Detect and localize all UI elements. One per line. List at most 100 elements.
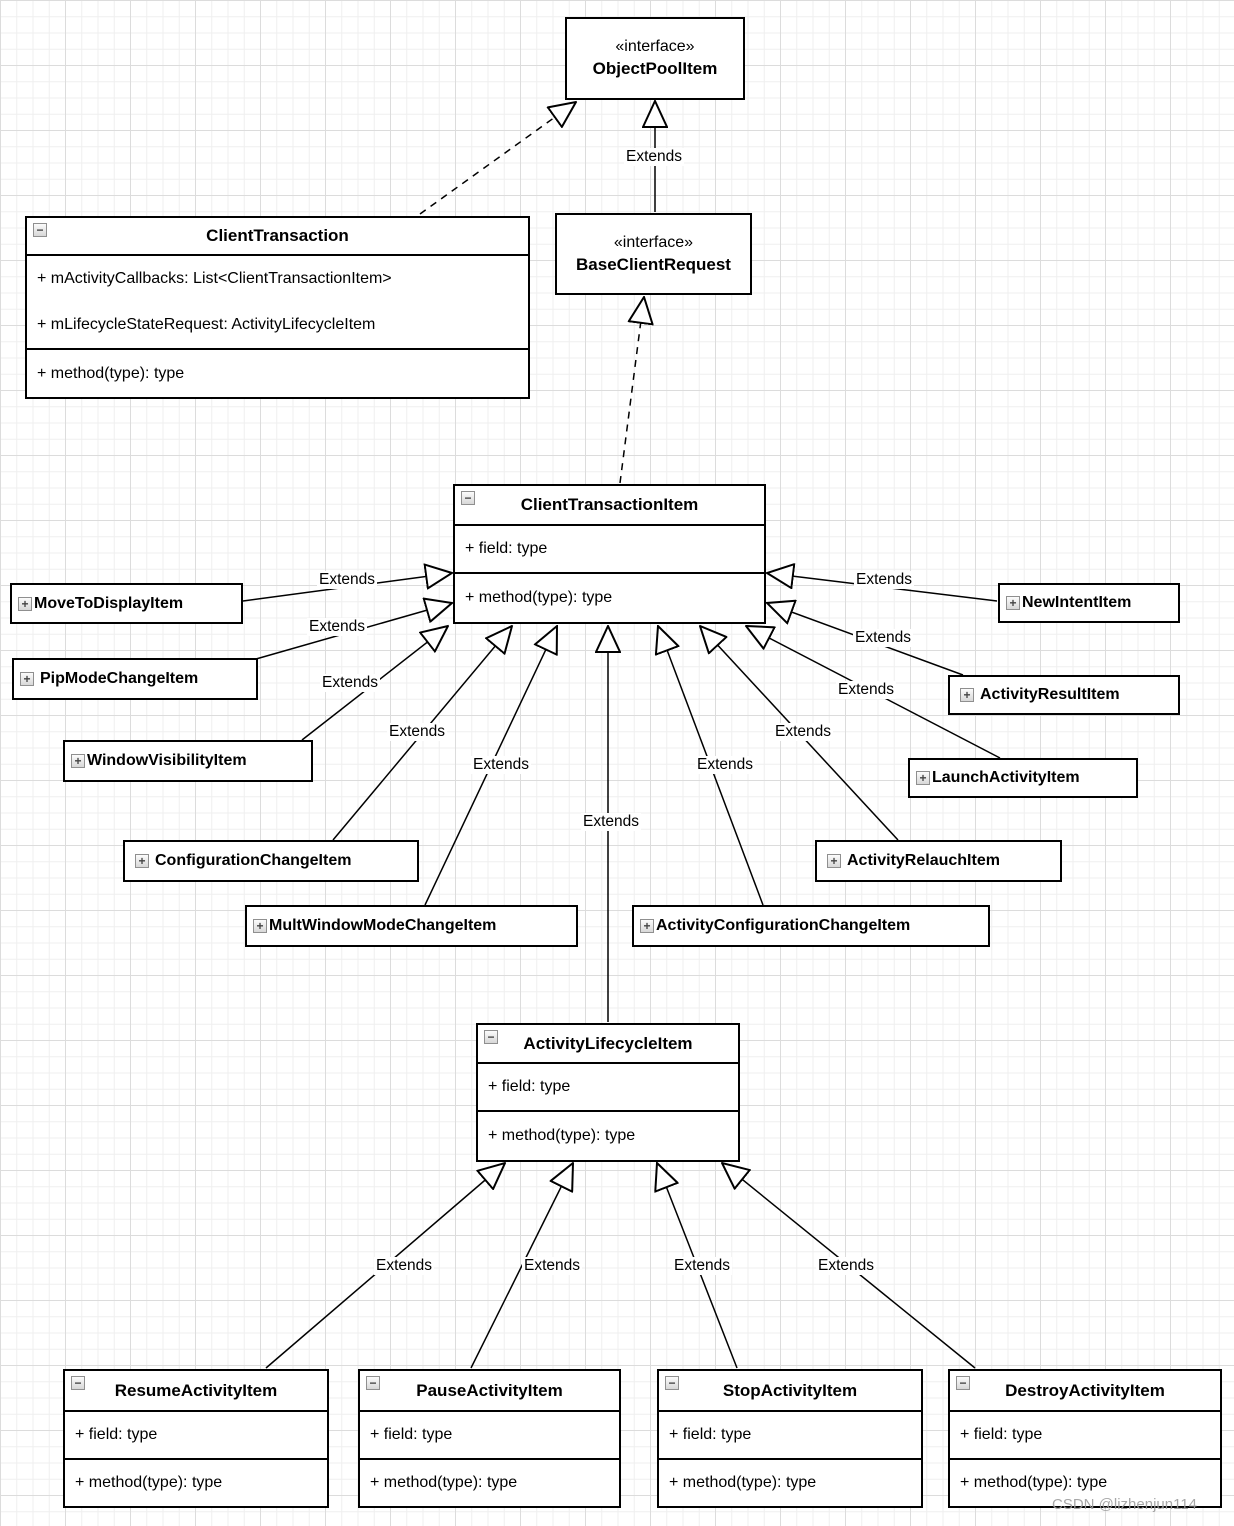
expand-icon[interactable]: + [960,688,974,702]
class-stopactivityitem[interactable]: − StopActivityItem + field: type + metho… [657,1369,923,1508]
field: + mActivityCallbacks: List<ClientTransac… [37,270,392,287]
class-title: ResumeActivityItem [114,1380,278,1400]
extends-label: Extends [853,571,915,589]
field: + field: type [488,1078,571,1095]
class-title: LaunchActivityItem [932,769,1080,786]
collapse-icon[interactable]: − [665,1376,679,1390]
interface-baseclientrequest[interactable]: «interface» BaseClientRequest [555,213,752,295]
edge-clienttransaction-realizes [419,102,576,215]
class-launchactivityitem[interactable]: + LaunchActivityItem [908,758,1138,798]
extends-label: Extends [373,1257,435,1275]
class-title: MoveToDisplayItem [34,594,184,612]
class-header: − StopActivityItem [659,1371,921,1412]
fields-compartment: + field: type [455,526,764,572]
class-title: ActivityLifecycleItem [523,1033,693,1053]
class-resumeactivityitem[interactable]: − ResumeActivityItem + field: type + met… [63,1369,329,1508]
collapse-icon[interactable]: − [366,1376,380,1390]
class-title: ConfigurationChangeItem [155,852,352,869]
methods-compartment: + method(type): type [659,1458,921,1506]
field: + field: type [465,540,548,557]
method: + method(type): type [465,589,613,606]
expand-icon[interactable]: + [18,596,32,611]
class-title: ClientTransactionItem [520,495,699,514]
class-movetodisplayitem[interactable]: + MoveToDisplayItem [10,583,243,624]
fields-compartment: + field: type [950,1412,1220,1458]
class-newintentitem[interactable]: + NewIntentItem [998,583,1180,623]
class-activitylifecycleitem[interactable]: − ActivityLifecycleItem + field: type + … [476,1023,740,1162]
method: + method(type): type [669,1474,817,1491]
expand-icon[interactable]: + [640,919,654,933]
expand-icon[interactable]: + [827,854,841,868]
class-title: PauseActivityItem [416,1380,563,1400]
class-windowvisibilityitem[interactable]: + WindowVisibilityItem [63,740,313,782]
class-title: ActivityConfigurationChangeItem [656,917,911,934]
expand-icon[interactable]: + [916,771,930,785]
field: + field: type [669,1426,752,1443]
extends-label: Extends [815,1257,877,1275]
extends-label: Extends [306,618,368,636]
expand-icon[interactable]: + [1006,596,1020,610]
class-pipmodechangeitem[interactable]: + PipModeChangeItem [12,658,258,700]
field: + field: type [370,1426,453,1443]
fields-compartment: + field: type [478,1064,738,1110]
collapse-icon[interactable]: − [956,1376,970,1390]
extends-label: Extends [470,756,532,774]
extends-label: Extends [694,756,756,774]
extends-label: Extends [623,148,685,166]
class-pauseactivityitem[interactable]: − PauseActivityItem + field: type + meth… [358,1369,621,1508]
class-title: NewIntentItem [1022,594,1132,611]
extends-label: Extends [521,1257,583,1275]
collapse-icon[interactable]: − [484,1030,498,1044]
fields-compartment: + field: type [360,1412,619,1458]
extends-label: Extends [835,681,897,699]
class-clienttransactionitem[interactable]: − ClientTransactionItem + field: type + … [453,484,766,624]
collapse-icon[interactable]: − [33,223,47,237]
class-multwindowmodechangeitem[interactable]: + MultWindowModeChangeItem [245,905,578,947]
field: + field: type [960,1426,1043,1443]
extends-label: Extends [386,723,448,741]
method: + method(type): type [37,364,185,382]
expand-icon[interactable]: + [135,854,149,868]
expand-icon[interactable]: + [253,919,267,933]
expand-icon[interactable]: + [20,672,34,686]
class-activityrelauchitem[interactable]: + ActivityRelauchItem [815,840,1062,882]
class-header: − ActivityLifecycleItem [478,1025,738,1064]
class-title: PipModeChangeItem [40,670,199,687]
class-destroyactivityitem[interactable]: − DestroyActivityItem + field: type + me… [948,1369,1222,1508]
expand-icon[interactable]: + [71,754,85,768]
stereotype-label: «interface» [615,38,695,55]
interface-objectpoolitem[interactable]: «interface» ObjectPoolItem [565,17,745,100]
method: + method(type): type [960,1474,1108,1491]
fields-compartment: + field: type [65,1412,327,1458]
methods-compartment: + method(type): type [360,1458,619,1506]
methods-compartment: + method(type): type [65,1458,327,1506]
extends-label: Extends [772,723,834,741]
method: + method(type): type [75,1474,223,1491]
class-title: ClientTransaction [206,226,349,245]
interface-name: ObjectPoolItem [592,59,718,78]
collapse-icon[interactable]: − [461,491,475,505]
extends-label: Extends [319,674,381,692]
stereotype-label: «interface» [613,233,694,251]
collapse-icon[interactable]: − [71,1376,85,1390]
class-activityconfigurationchangeitem[interactable]: + ActivityConfigurationChangeItem [632,905,990,947]
class-title: ActivityRelauchItem [847,852,1000,869]
methods-compartment: + method(type): type [950,1458,1220,1506]
field: + mLifecycleStateRequest: ActivityLifecy… [37,316,376,333]
class-configurationchangeitem[interactable]: + ConfigurationChangeItem [123,840,419,882]
class-header: − ClientTransaction [27,218,528,256]
extends-label: Extends [316,571,378,589]
extends-label: Extends [580,813,642,831]
class-activityresultitem[interactable]: + ActivityResultItem [948,675,1180,715]
class-title: ActivityResultItem [980,686,1120,703]
class-clienttransaction[interactable]: − ClientTransaction + mActivityCallbacks… [25,216,530,399]
class-title: WindowVisibilityItem [87,752,247,769]
methods-compartment: + method(type): type [455,572,764,622]
extends-label: Extends [852,629,914,647]
field: + field: type [75,1426,158,1443]
class-header: − ClientTransactionItem [455,486,764,526]
class-header: − PauseActivityItem [360,1371,619,1412]
fields-compartment: + field: type [659,1412,921,1458]
class-header: − ResumeActivityItem [65,1371,327,1412]
